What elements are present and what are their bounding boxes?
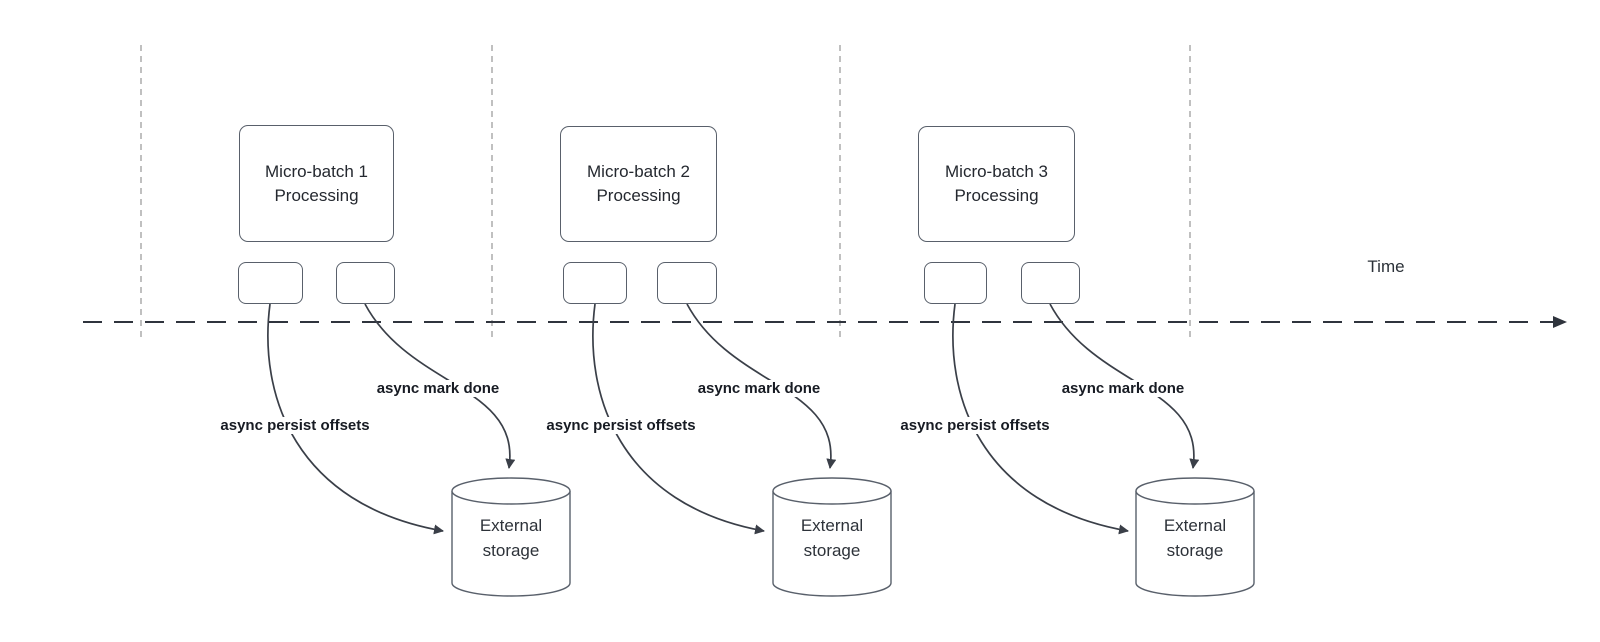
- microbatch-1-title-line1: Micro-batch 1: [265, 161, 368, 181]
- microbatch-2-title-line1: Micro-batch 2: [587, 162, 690, 181]
- persist-offsets-arrow-1: [267, 303, 444, 535]
- persist-offsets-arrow-3: [952, 303, 1129, 535]
- storage-cylinder-1: [451, 477, 571, 597]
- external-storage-label-1-line1: External: [479, 516, 543, 535]
- external-storage-label-3-line1: External: [1163, 516, 1227, 535]
- storage-cylinder-3: [1135, 477, 1255, 597]
- external-storage-label-2-line2: storage: [803, 541, 861, 560]
- mark-done-label-3: async mark done: [1058, 380, 1188, 397]
- external-storage-label-3-line2: storage: [1166, 541, 1224, 560]
- external-storage-label-1-line2: storage: [482, 541, 540, 560]
- microbatch-3-done-task-box: [1021, 262, 1080, 304]
- persist-offsets-label-3: async persist offsets: [897, 417, 1053, 434]
- microbatch-2-title-line2: Processing: [596, 186, 681, 205]
- mark-done-label-1: async mark done: [373, 380, 503, 397]
- external-storage-label-2: External storage: [801, 513, 863, 563]
- microbatch-3-title-line1: Micro-batch 3: [945, 162, 1048, 181]
- microbatch-2-offset-task-box: [563, 262, 627, 304]
- persist-offsets-arrow-2: [592, 303, 765, 535]
- microbatch-3-offset-task-box: [924, 262, 987, 304]
- time-axis-label: Time: [1367, 257, 1405, 276]
- persist-offsets-label-1: async persist offsets: [217, 417, 373, 434]
- microbatch-1-done-task-box: [336, 262, 395, 304]
- microbatch-3-title-line2: Processing: [954, 186, 1039, 205]
- microbatch-3-processing-box: Micro-batch 3 Processing: [918, 126, 1075, 242]
- microbatch-2-processing-box: Micro-batch 2 Processing: [560, 126, 717, 242]
- persist-offsets-label-2: async persist offsets: [543, 417, 699, 434]
- external-storage-label-2-line1: External: [800, 516, 864, 535]
- external-storage-label-1: External storage: [480, 513, 542, 563]
- microbatch-1-processing-box: Micro-batch 1 Processing: [239, 125, 394, 242]
- external-storage-label-3: External storage: [1164, 513, 1226, 563]
- microbatch-1-offset-task-box: [238, 262, 303, 304]
- microbatch-2-done-task-box: [657, 262, 717, 304]
- mark-done-label-2: async mark done: [694, 380, 824, 397]
- microbatch-1-title-line2: Processing: [274, 185, 359, 205]
- storage-cylinder-2: [772, 477, 892, 597]
